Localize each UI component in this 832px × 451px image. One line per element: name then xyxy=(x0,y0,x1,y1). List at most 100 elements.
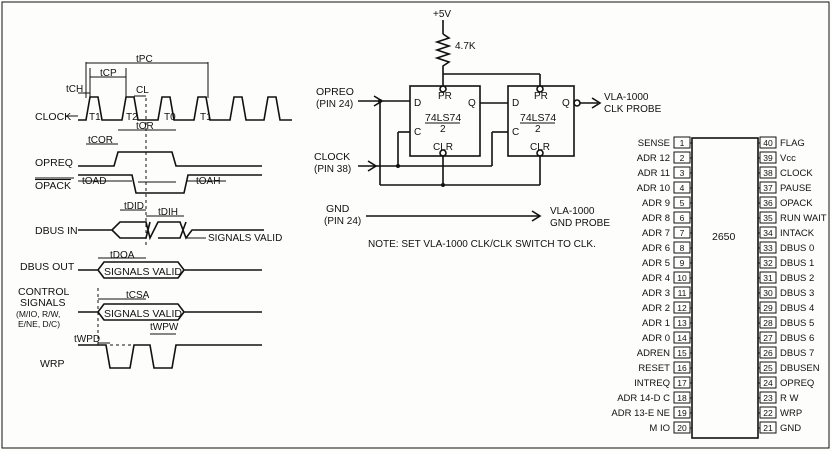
pin-label: RUN WAIT xyxy=(780,213,827,224)
pin-label: ADR 1 xyxy=(642,318,670,329)
param-twpd: tWPD xyxy=(74,334,100,345)
vcc-label: +5V xyxy=(433,9,451,20)
chip-name: 2650 xyxy=(712,231,736,243)
pin-label: ADR 14-D C xyxy=(617,393,670,404)
pin-box xyxy=(759,181,777,194)
pin-number: 35 xyxy=(763,213,773,223)
pin-number: 3 xyxy=(680,168,685,178)
pin-box xyxy=(759,166,777,179)
pin-label: DBUS 1 xyxy=(780,258,814,269)
pin-label: FLAG xyxy=(780,138,805,149)
param-cl: CL xyxy=(136,85,149,96)
ff1-clr: CLR xyxy=(433,142,453,153)
pin-label: CLOCK xyxy=(780,168,813,179)
pin-number: 6 xyxy=(680,213,685,223)
gnd-probe-label-2: GND PROBE xyxy=(550,218,610,229)
clock-pin-label-2: (PIN 38) xyxy=(314,164,351,175)
pin-number: 32 xyxy=(763,258,773,268)
pin-number: 36 xyxy=(763,198,773,208)
pin-number: 21 xyxy=(763,423,773,433)
pin-label: DBUS 2 xyxy=(780,273,814,284)
clock-label: CLOCK xyxy=(35,111,71,123)
wrp-label: WRP xyxy=(40,358,65,370)
ff2-clr: CLR xyxy=(530,142,550,153)
opack-label: OPACK xyxy=(35,180,71,192)
param-tdid: tDID xyxy=(124,201,144,212)
control-label-2: SIGNALS xyxy=(20,297,66,309)
pin-label: ADR 5 xyxy=(642,258,670,269)
pin-number: 29 xyxy=(763,303,773,313)
pin-number: 27 xyxy=(763,333,773,343)
pin-label: ADR 13-E NE xyxy=(611,408,670,419)
pin-number: 10 xyxy=(677,273,687,283)
pin-number: 7 xyxy=(680,228,685,238)
pin-label: INTACK xyxy=(780,228,815,239)
pin-number: 15 xyxy=(677,348,687,358)
dbus-out-label: DBUS OUT xyxy=(20,261,75,273)
pin-label: SENSE xyxy=(638,138,670,149)
pin-label: OPREQ xyxy=(780,378,814,389)
pin-box xyxy=(759,136,777,149)
pin-box xyxy=(759,241,777,254)
pin-number: 18 xyxy=(677,393,687,403)
note-text: NOTE: SET VLA-1000 CLK/CLK SWITCH TO CLK… xyxy=(368,239,596,250)
pin-number: 37 xyxy=(763,183,773,193)
pin-number: 24 xyxy=(763,378,773,388)
chip-body xyxy=(691,137,759,439)
ff2-d: D xyxy=(512,98,519,109)
pin-label: ADR 11 xyxy=(637,168,670,179)
pin-number: 31 xyxy=(763,273,773,283)
pin-box xyxy=(759,196,777,209)
opack-waveform xyxy=(78,174,262,194)
pin-label: DBUS 0 xyxy=(780,243,814,254)
pin-number: 40 xyxy=(763,138,773,148)
pin-number: 17 xyxy=(677,378,687,388)
pin-label: DBUS 3 xyxy=(780,288,814,299)
pin-box xyxy=(759,331,777,344)
pin-label: ADR 6 xyxy=(642,243,670,254)
param-tdih: tDIH xyxy=(158,207,178,218)
control-label-1: CONTROL xyxy=(18,286,69,298)
probe-schematic: +5V 4.7K PR CLR D C Q 74LS74 2 PR CLR D … xyxy=(314,9,662,250)
pin-label: ADR 12 xyxy=(637,153,670,164)
state-t1a: T1 xyxy=(89,112,101,123)
probe-label-2: CLK PROBE xyxy=(604,104,662,115)
pin-number: 33 xyxy=(763,243,773,253)
pin-label: ADR 4 xyxy=(642,273,670,284)
pin-number: 12 xyxy=(677,303,687,313)
pin-number: 1 xyxy=(680,138,685,148)
pin-box xyxy=(759,211,777,224)
pin-number: 16 xyxy=(677,363,687,373)
pin-number: 26 xyxy=(763,348,773,358)
pin-number: 23 xyxy=(763,393,773,403)
pin-number: 9 xyxy=(680,258,685,268)
pin-box xyxy=(759,226,777,239)
clock-pin-label-1: CLOCK xyxy=(314,151,350,163)
pin-number: 5 xyxy=(680,198,685,208)
pin-number: 4 xyxy=(680,183,685,193)
signals-valid-box-2: SIGNALS VALID xyxy=(104,308,182,320)
pin-label: ADREN xyxy=(637,348,670,359)
pin-number: 25 xyxy=(763,363,773,373)
param-tcor: tCOR xyxy=(88,135,113,146)
param-tcsa: tCSA xyxy=(126,290,150,301)
resistor-label: 4.7K xyxy=(455,41,476,52)
pin-number: 11 xyxy=(678,288,687,298)
state-t0: T0 xyxy=(164,112,176,123)
pin-label: R W xyxy=(780,393,799,404)
pin-box xyxy=(759,406,777,419)
pin-box xyxy=(759,391,777,404)
ff1-part: 74LS74 xyxy=(425,112,461,124)
pin-label: ADR 3 xyxy=(642,288,670,299)
opreq-pin-label-2: (PIN 24) xyxy=(316,99,353,110)
ff2-num: 2 xyxy=(535,124,541,135)
pin-number: 22 xyxy=(763,408,773,418)
ff1-num: 2 xyxy=(440,124,446,135)
control-waveform xyxy=(78,303,262,321)
probe-label-1: VLA-1000 xyxy=(604,92,649,103)
pin-number: 8 xyxy=(680,243,685,253)
pin-number: 38 xyxy=(763,168,773,178)
pin-label: ADR 7 xyxy=(642,228,670,239)
clock-waveform xyxy=(78,96,292,121)
